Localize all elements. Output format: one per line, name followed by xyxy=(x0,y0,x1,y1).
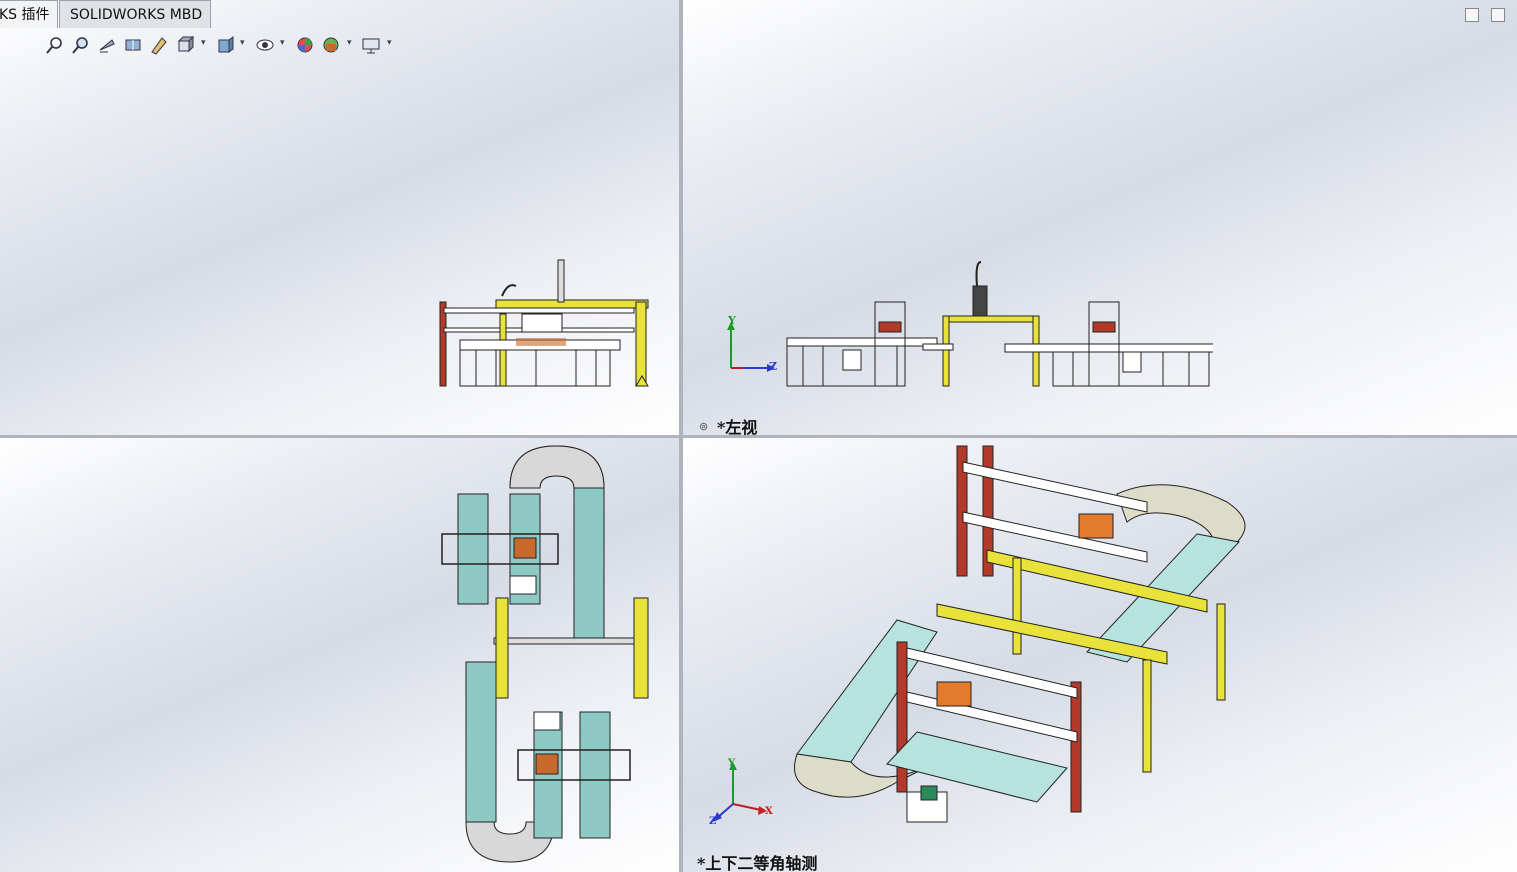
zoom-to-area-icon[interactable] xyxy=(70,34,92,56)
iso-triad-z-label: Z xyxy=(709,816,717,827)
viewport-bottom-right[interactable]: Y X Z *上下二等角轴测 xyxy=(683,438,1517,872)
viewport-top-left[interactable] xyxy=(0,0,679,435)
view-orientation-dropdown-icon[interactable]: ▾ xyxy=(201,38,206,48)
triad-z-label: Z xyxy=(769,360,778,373)
zoom-to-fit-icon[interactable] xyxy=(44,34,66,56)
iso-triad-y-label: Y xyxy=(728,758,736,769)
tab-solidworks-mbd[interactable]: SOLIDWORKS MBD xyxy=(59,0,211,28)
view-settings-dropdown-icon[interactable]: ▾ xyxy=(387,38,392,48)
viewport-top-right[interactable]: Y Z ⊚ *左视 xyxy=(683,0,1517,435)
top-right-view-label: *左视 xyxy=(717,418,758,435)
section-view-icon[interactable] xyxy=(122,34,144,56)
apply-scene-icon[interactable] xyxy=(320,34,342,56)
iso-axis-triad xyxy=(713,762,767,822)
hide-show-items-icon[interactable] xyxy=(254,34,276,56)
restore-view-icon[interactable] xyxy=(1465,8,1479,22)
display-style-icon[interactable] xyxy=(214,34,236,56)
bottom-right-view-label: *上下二等角轴测 xyxy=(697,854,818,872)
previous-view-icon[interactable] xyxy=(96,34,118,56)
front-view-drawing xyxy=(439,259,649,387)
tab-ks-addins[interactable]: KS 插件 xyxy=(0,0,58,28)
hide-show-dropdown-icon[interactable]: ▾ xyxy=(280,38,285,48)
view-settings-icon[interactable] xyxy=(360,34,382,56)
triad-y-label: Y xyxy=(728,314,736,327)
display-style-dropdown-icon[interactable]: ▾ xyxy=(240,38,245,48)
axis-triad xyxy=(727,322,775,372)
iso-triad-x-label: X xyxy=(765,806,773,817)
edit-appearance-icon[interactable] xyxy=(294,34,316,56)
maximize-view-icon[interactable] xyxy=(1491,8,1505,22)
apply-scene-dropdown-icon[interactable]: ▾ xyxy=(347,38,352,48)
left-view-drawing xyxy=(786,261,1213,387)
dynamic-annotation-icon[interactable] xyxy=(148,34,170,56)
view-link-icon: ⊚ xyxy=(699,420,709,433)
view-orientation-icon[interactable] xyxy=(174,34,196,56)
top-view-drawing xyxy=(441,445,649,863)
viewport-bottom-left[interactable] xyxy=(0,438,679,872)
isometric-view-drawing xyxy=(794,445,1246,823)
